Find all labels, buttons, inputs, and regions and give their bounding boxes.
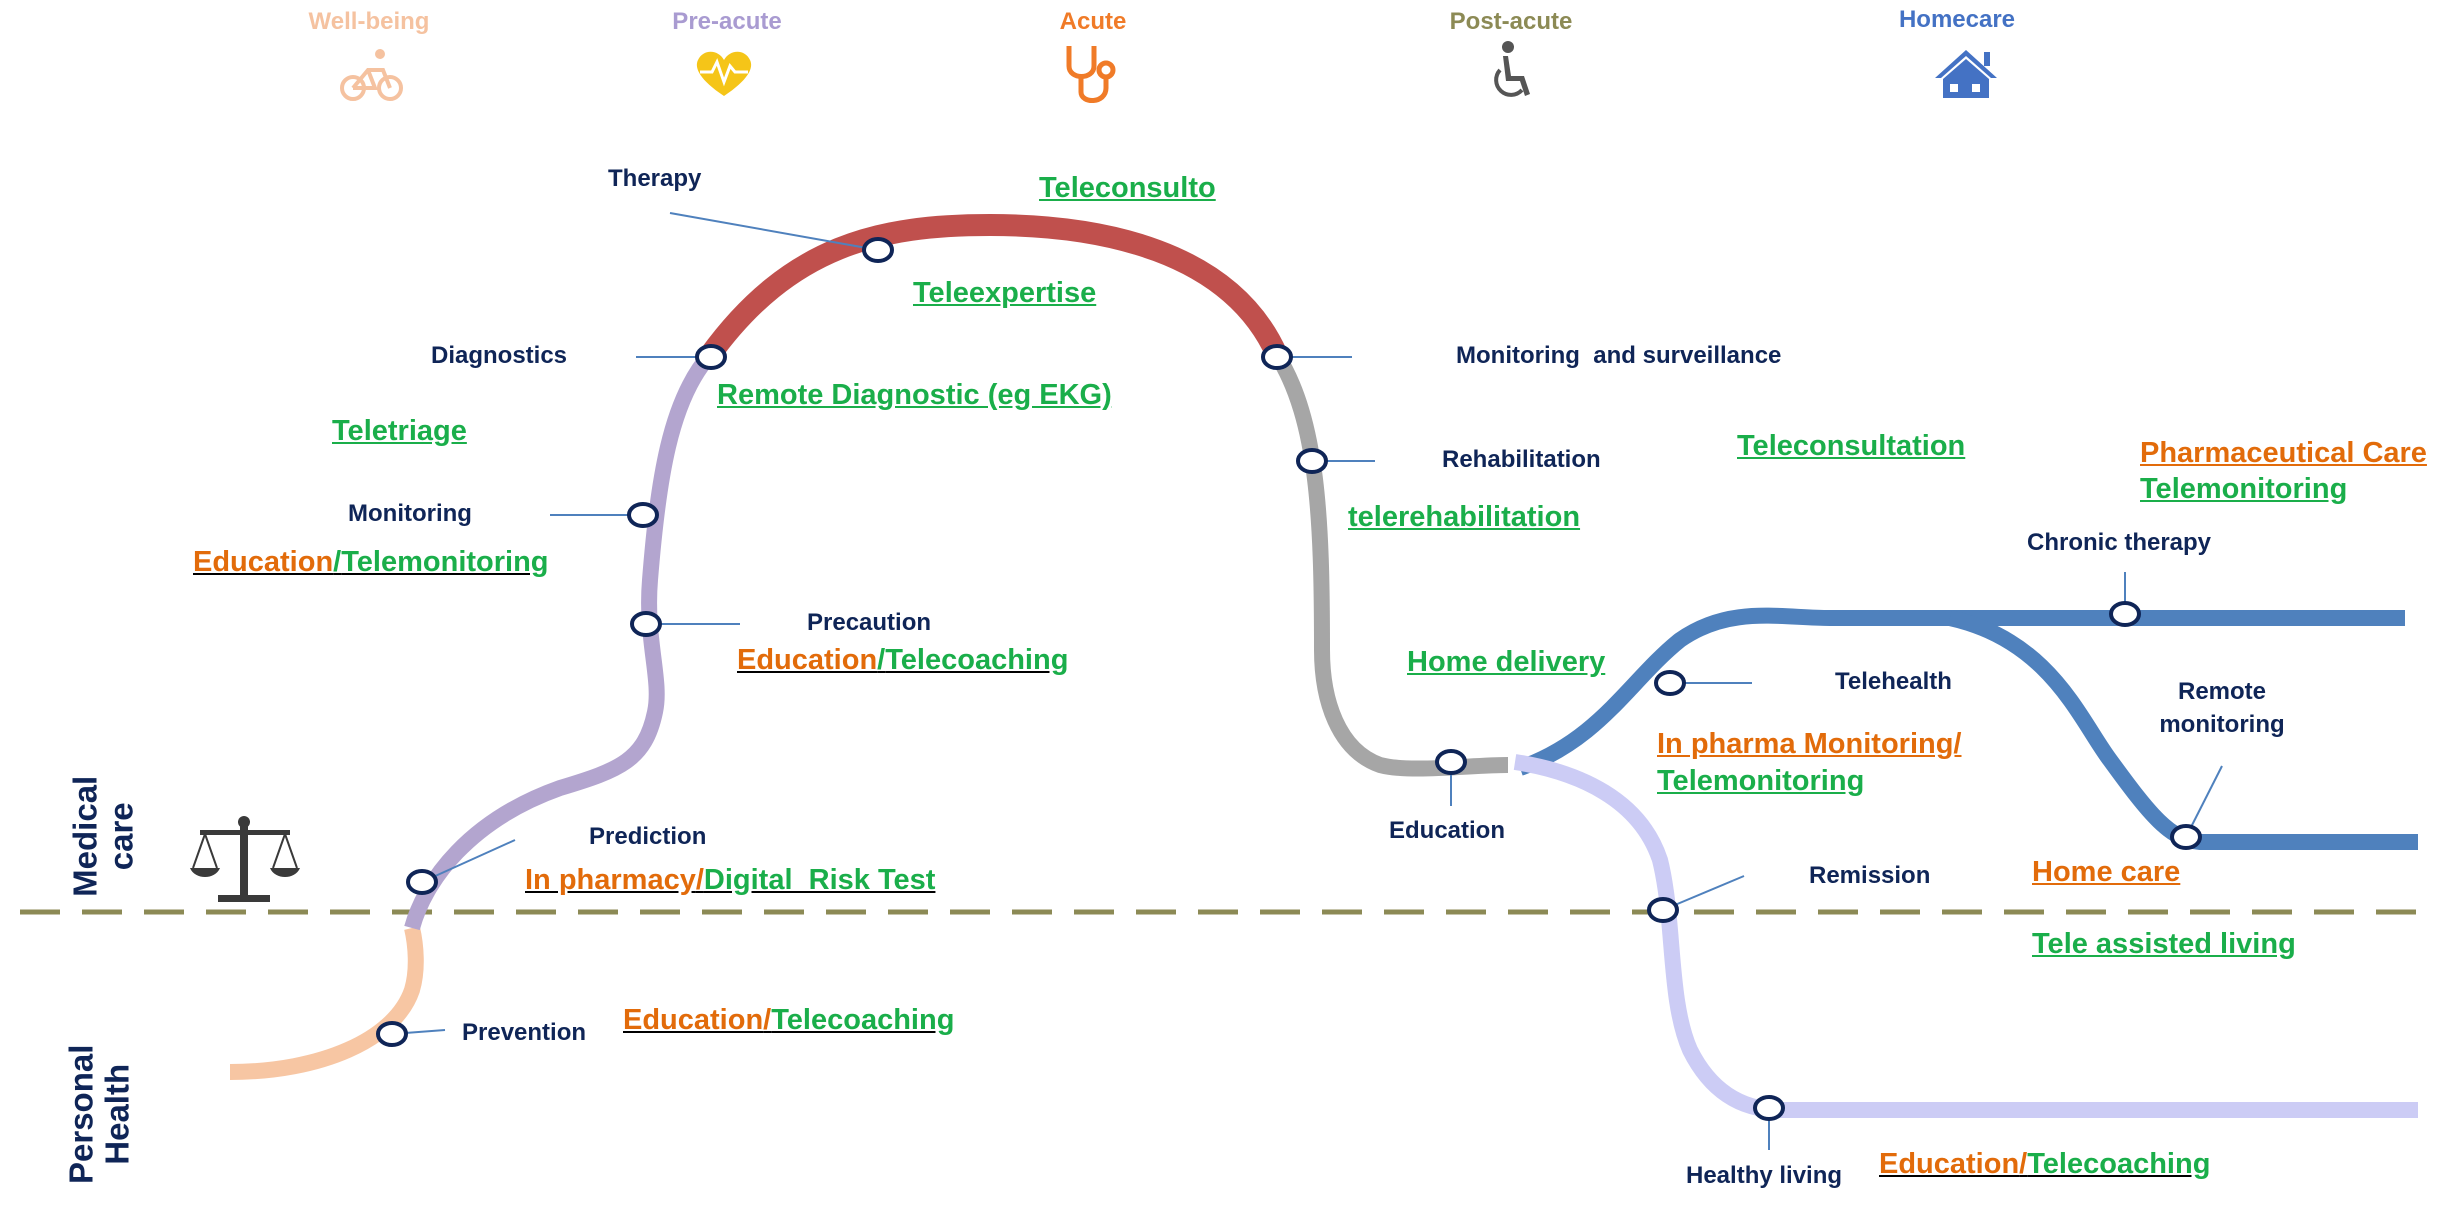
node-label-chronic-therapy: Chronic therapy: [2027, 529, 2212, 556]
node-label-diagnostics: Diagnostics: [431, 342, 568, 369]
node-rehabilitation: [1296, 448, 1328, 474]
homecare-curve-main: [1517, 607, 2405, 776]
node-remission: [1647, 897, 1679, 923]
service-teleconsultation[interactable]: Teleconsultation: [1737, 430, 1966, 462]
phase-acute-label: Acute: [1059, 8, 1127, 35]
journey-canvas: [20, 41, 2430, 1150]
personal-health-axis-label: Personal Health: [62, 1044, 136, 1184]
node-chronic-therapy: [2109, 601, 2141, 627]
service-education-monitoring[interactable]: Education: [193, 546, 334, 578]
node-label-precaution: Precaution: [807, 609, 932, 636]
heartbeat-icon: [696, 51, 752, 96]
service-telecoaching-precaution[interactable]: Telecoaching: [885, 644, 1069, 676]
service-healthy-living-group: Education/Telecoaching: [1879, 1148, 2210, 1181]
phase-postacute-label: Post-acute: [1449, 8, 1573, 35]
node-label-telehealth: Telehealth: [1835, 668, 1952, 695]
service-pharmaceutical-care[interactable]: Pharmaceutical Care: [2140, 437, 2427, 469]
remission-curve: [1513, 754, 2418, 1118]
service-precaution-group: Education/Telecoaching: [737, 644, 1068, 677]
service-remote-diagnostic[interactable]: Remote Diagnostic (eg EKG): [717, 379, 1112, 411]
node-diagnostics: [695, 344, 727, 370]
leader-prediction: [421, 839, 516, 883]
node-monitoring-surveillance: [1261, 344, 1293, 370]
node-label-remission: Remission: [1809, 862, 1931, 889]
phase-homecare-label: Homecare: [1898, 6, 2016, 33]
service-teleexpertise[interactable]: Teleexpertise: [913, 277, 1097, 309]
service-in-pharmacy[interactable]: In pharmacy: [525, 864, 696, 896]
node-remote-monitoring: [2170, 824, 2202, 850]
service-separator: /: [877, 644, 886, 676]
service-home-care[interactable]: Home care: [2032, 856, 2181, 888]
service-telecoaching-prevention[interactable]: Telecoaching: [771, 1004, 955, 1036]
wellbeing-curve: [229, 926, 424, 1080]
preacute-curve: [404, 349, 717, 931]
postacute-curve: [1270, 350, 1509, 777]
node-label-monitoring: Monitoring: [348, 500, 472, 527]
node-label-monitoring-surveillance: Monitoring and surveillance: [1456, 342, 1782, 369]
wheelchair-icon: [1494, 41, 1530, 97]
bicycle-icon: [340, 49, 403, 101]
node-education: [1435, 749, 1467, 775]
service-separator: /: [763, 1004, 772, 1036]
stethoscope-icon: [1066, 46, 1116, 103]
node-prevention: [376, 1021, 408, 1047]
service-telerehabilitation[interactable]: telerehabilitation: [1348, 501, 1581, 533]
node-precaution: [630, 611, 662, 637]
node-therapy: [862, 237, 894, 263]
service-separator: /: [333, 546, 342, 578]
service-telecoaching-healthy[interactable]: Telecoaching: [2027, 1148, 2211, 1180]
patient-journey-diagram: Well-being Pre-acute Acute Post-acute Ho…: [20, 6, 2430, 1189]
phase-wellbeing-label: Well-being: [308, 8, 430, 35]
service-telemonitoring[interactable]: Telemonitoring: [341, 546, 549, 578]
balance-scale-icon: [190, 816, 300, 902]
service-prediction-group: In pharmacy/Digital Risk Test: [525, 864, 935, 897]
acute-curve: [701, 213, 1288, 362]
leader-therapy: [669, 212, 879, 251]
service-separator: /: [2019, 1148, 2028, 1180]
service-telemonitoring-homecare[interactable]: Telemonitoring: [1657, 765, 1865, 797]
node-telehealth: [1654, 670, 1686, 696]
service-tele-assisted-living[interactable]: Tele assisted living: [2032, 928, 2296, 960]
node-label-remote-monitoring: Remote monitoring: [2159, 678, 2285, 738]
node-label-healthy-living: Healthy living: [1686, 1162, 1843, 1189]
service-separator: /: [695, 864, 704, 896]
node-prediction: [406, 869, 438, 895]
service-prevention-group: Education/Telecoaching: [623, 1004, 954, 1037]
service-education-precaution[interactable]: Education: [737, 644, 878, 676]
service-digital-risk-test[interactable]: Digital Risk Test: [703, 864, 936, 896]
node-markers: [376, 237, 2202, 1121]
service-teleconsulto[interactable]: Teleconsulto: [1039, 172, 1216, 204]
node-label-prevention: Prevention: [462, 1019, 587, 1046]
house-icon: [1935, 50, 1997, 98]
node-label-therapy: Therapy: [608, 165, 702, 192]
service-monitoring-group: Education/Telemonitoring: [193, 546, 549, 579]
node-label-prediction: Prediction: [589, 823, 707, 850]
service-teletriage[interactable]: Teletriage: [332, 415, 467, 447]
service-home-delivery[interactable]: Home delivery: [1407, 646, 1606, 678]
node-label-rehabilitation: Rehabilitation: [1442, 446, 1601, 473]
medical-care-axis-label: Medical care: [66, 775, 140, 897]
phase-preacute-label: Pre-acute: [672, 8, 782, 35]
node-monitoring: [627, 502, 659, 528]
service-education-healthy[interactable]: Education: [1879, 1148, 2020, 1180]
service-in-pharma-monitoring[interactable]: In pharma Monitoring/: [1657, 728, 1962, 760]
service-telemonitoring-chronic[interactable]: Telemonitoring: [2140, 473, 2348, 505]
node-label-education: Education: [1389, 817, 1506, 844]
service-education-prevention[interactable]: Education: [623, 1004, 764, 1036]
node-healthy-living: [1753, 1095, 1785, 1121]
